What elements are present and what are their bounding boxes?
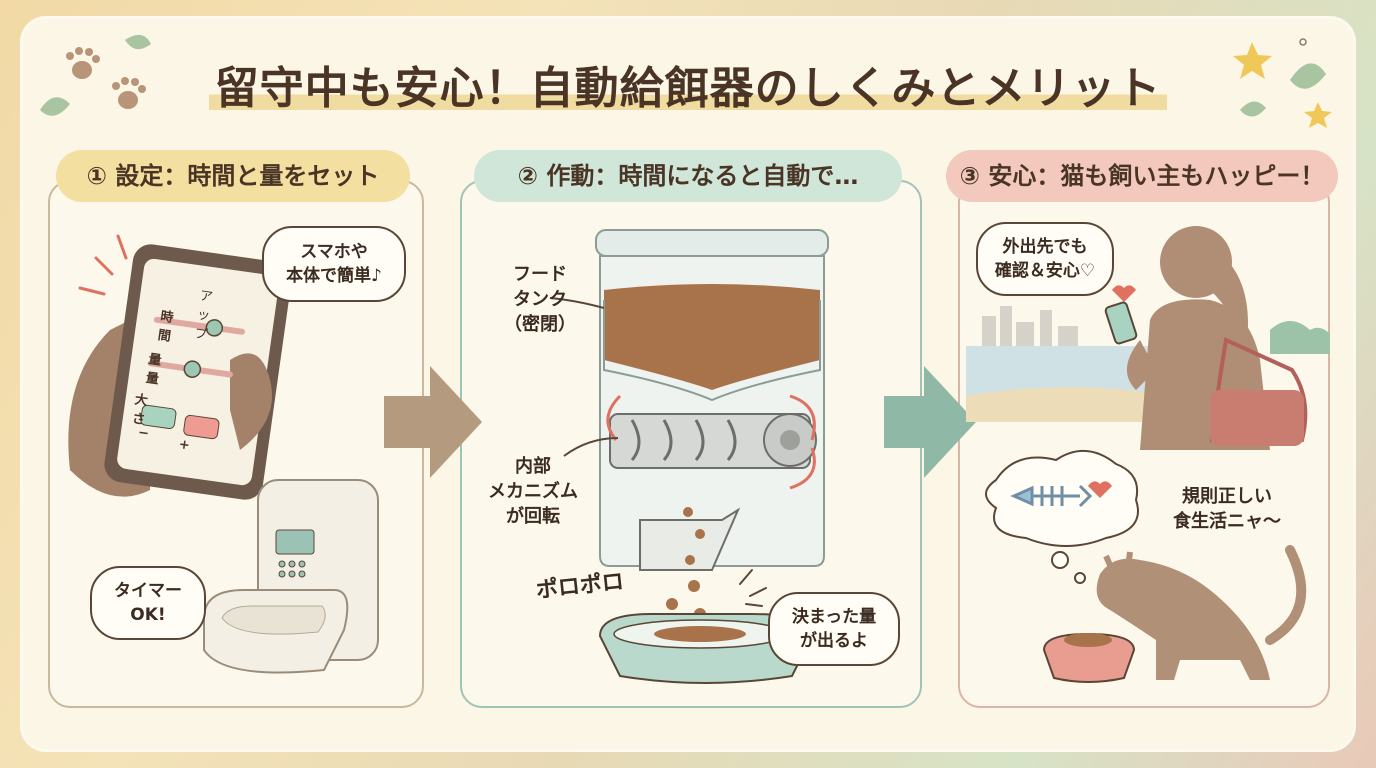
fish-bone-icon: [1010, 484, 1093, 508]
step-heading-3: ③ 安心：猫も飼い主もハッピー！: [946, 150, 1338, 202]
owner-person-icon: [1104, 226, 1308, 450]
amount-slider-knob[interactable]: [183, 360, 202, 378]
minus-button[interactable]: [140, 404, 177, 430]
cat-icon: [1096, 545, 1307, 680]
feeder-device-icon: [203, 479, 379, 674]
bubble-phone-easy: スマホや本体で簡単♪: [262, 226, 406, 302]
leaf-icon: [1290, 63, 1326, 89]
leaf-icon: [1240, 101, 1266, 117]
tank-label: フードタンク（密閉）: [504, 264, 576, 335]
feeder-cutaway-icon: [595, 229, 829, 571]
arrow-right-icon: [384, 366, 482, 478]
page-title: 留守中も安心！自動給餌器のしくみとメリット: [0, 52, 1376, 116]
step-heading-1: ① 設定：時間と量をセット: [56, 150, 410, 202]
cat-bowl-icon: [1042, 632, 1136, 683]
time-slider-knob[interactable]: [205, 319, 224, 337]
paw-icon: [112, 77, 146, 109]
thought-bubble: [985, 449, 1139, 584]
sparkle-lines: [739, 569, 767, 607]
heart-icon: [1088, 481, 1112, 498]
leaf-icon: [125, 34, 151, 50]
heart-icon: [1112, 285, 1136, 302]
step-heading-2: ② 作動：時間になると自動で…: [474, 150, 902, 202]
cat-caption: 規則正しい食生活ニャ〜: [1173, 486, 1281, 532]
bubble-fixed-amount: 決まった量が出るよ: [768, 592, 900, 666]
leaf-icon: [40, 97, 70, 116]
paw-icon: [66, 47, 100, 79]
food-bowl-icon: [598, 613, 814, 684]
star-icon: [1233, 42, 1272, 79]
bubble-remote-check: 外出先でも確認＆安心♡: [976, 222, 1114, 296]
arrow-right-icon: [884, 366, 976, 478]
star-icon: [1304, 102, 1332, 128]
mechanism-label: 内部メカニズムが回転: [488, 456, 578, 527]
plus-button[interactable]: [183, 414, 220, 440]
